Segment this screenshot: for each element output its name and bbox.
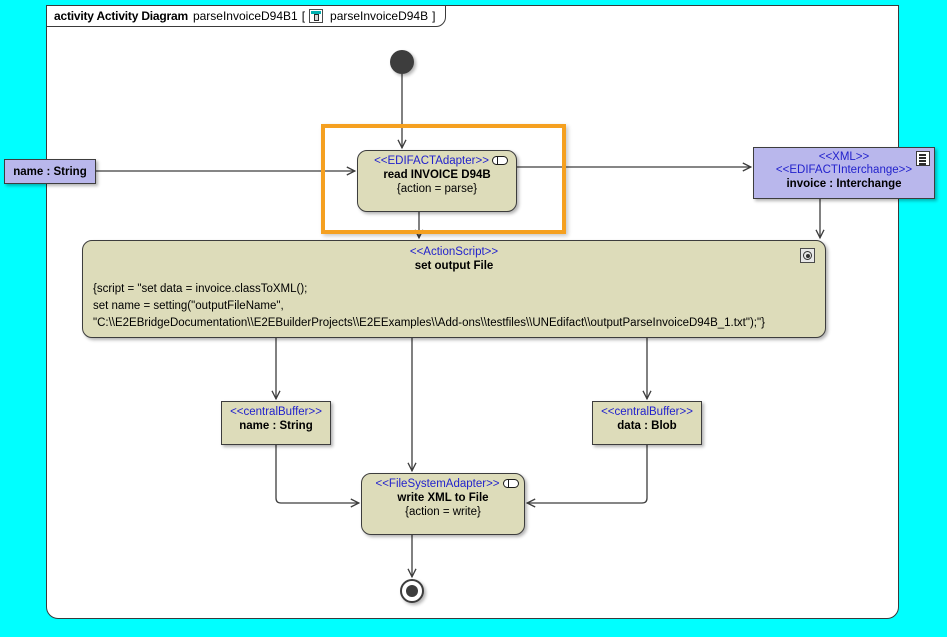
frame-bracket-close: ]	[432, 9, 436, 23]
action-write-xml-to-file[interactable]: <<FileSystemAdapter>> write XML to File …	[361, 473, 525, 535]
input-object-label: name : String	[13, 165, 87, 178]
read-invoice-stereotype: <<EDIFACTAdapter>>	[374, 155, 489, 167]
action-set-output-file[interactable]: <<ActionScript>> set output File {script…	[82, 240, 826, 338]
buffer-data-label: data : Blob	[617, 420, 677, 432]
write-xml-property: {action = write}	[405, 506, 481, 518]
central-buffer-data-blob[interactable]: <<centralBuffer>> data : Blob	[592, 401, 702, 445]
script-line-1: {script = "set data = invoice.classToXML…	[93, 283, 308, 295]
write-xml-stereotype-row: <<FileSystemAdapter>>	[362, 478, 524, 491]
frame-keyword: activity Activity Diagram	[54, 9, 188, 23]
action-read-invoice-d94b[interactable]: <<EDIFACTAdapter>> read INVOICE D94B {ac…	[357, 150, 517, 212]
frame-bracket-open: [	[301, 9, 306, 23]
selection-highlight-box[interactable]	[321, 124, 566, 234]
diagram-icon	[309, 9, 324, 23]
write-xml-name: write XML to File	[397, 492, 489, 504]
activity-final-node[interactable]	[400, 579, 424, 603]
script-line-2: set name = setting("outputFileName",	[93, 300, 284, 312]
set-output-header: <<ActionScript>> set output File	[93, 246, 815, 280]
invoice-name: invoice : Interchange	[786, 178, 902, 190]
frame-header-tab[interactable]: activity Activity Diagram parseInvoiceD9…	[46, 5, 447, 27]
frame-diagram-name: parseInvoiceD94B1	[192, 9, 298, 23]
script-target-icon	[800, 248, 815, 263]
set-output-name: set output File	[414, 260, 494, 272]
adapter-pin-icon	[491, 156, 508, 166]
set-output-stereotype: <<ActionScript>>	[409, 246, 499, 258]
read-invoice-stereotype-row: <<EDIFACTAdapter>>	[358, 155, 516, 168]
buffer-name-label: name : String	[239, 420, 313, 432]
object-invoice-interchange[interactable]: <<XML>> <<EDIFACTInterchange>> invoice :…	[753, 147, 935, 199]
input-object-name-string[interactable]: name : String	[4, 159, 96, 184]
read-invoice-property: {action = parse}	[396, 183, 478, 195]
central-buffer-name-string[interactable]: <<centralBuffer>> name : String	[221, 401, 331, 445]
initial-node[interactable]	[390, 50, 414, 74]
buffer-name-stereotype: <<centralBuffer>>	[230, 406, 322, 418]
adapter-pin-icon	[502, 479, 519, 489]
read-invoice-name: read INVOICE D94B	[383, 169, 491, 181]
frame-reference-name: parseInvoiceD94B	[330, 9, 429, 23]
document-icon	[916, 151, 930, 166]
invoice-stereotype-xml: <<XML>>	[818, 151, 870, 163]
write-xml-stereotype: <<FileSystemAdapter>>	[375, 478, 500, 490]
script-line-3: "C:\\E2EBridgeDocumentation\\E2EBuilderP…	[93, 317, 765, 329]
invoice-stereotype-interchange: <<EDIFACTInterchange>>	[775, 164, 913, 176]
buffer-data-stereotype: <<centralBuffer>>	[601, 406, 693, 418]
